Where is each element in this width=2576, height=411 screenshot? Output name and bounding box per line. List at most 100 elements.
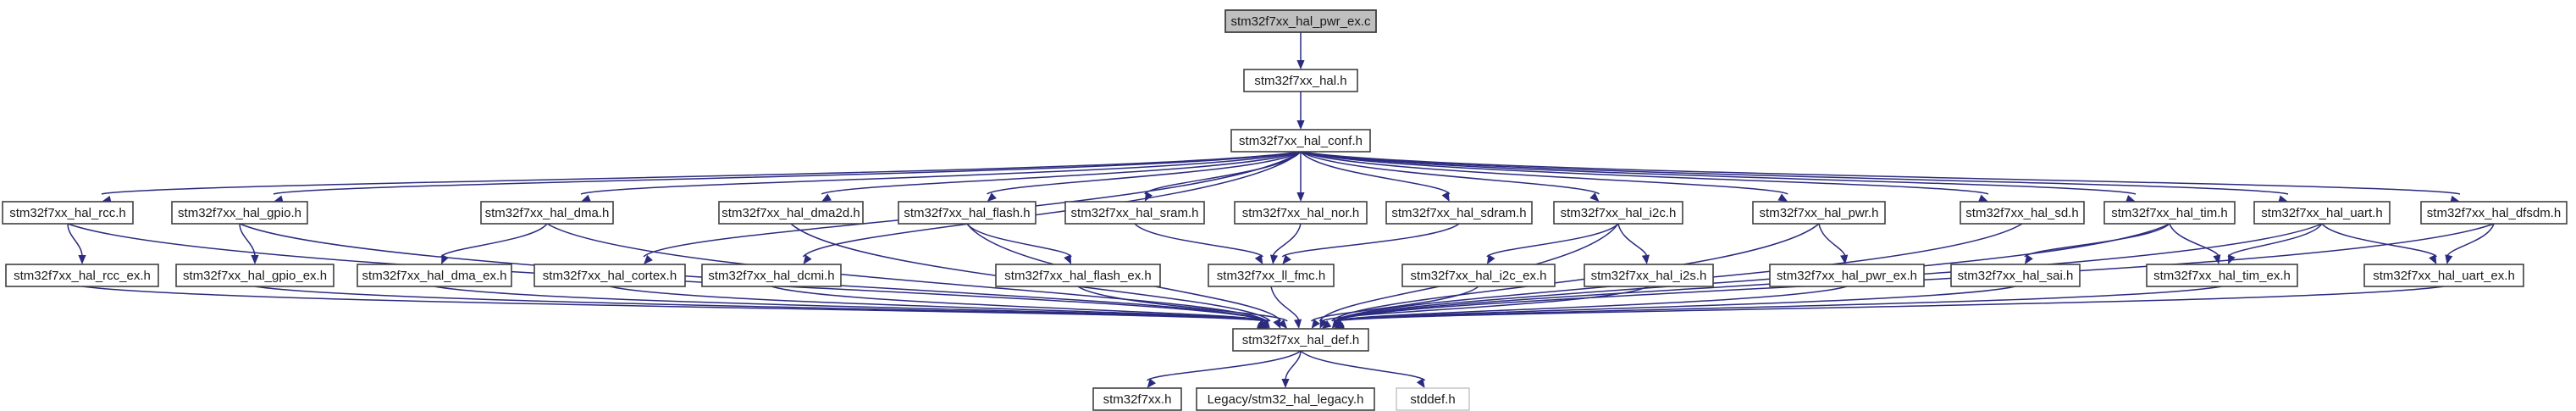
- graph-node-stm32f7xx-hal-dfsdm-h[interactable]: stm32f7xx_hal_dfsdm.h: [2420, 201, 2568, 225]
- node-box[interactable]: [1950, 264, 2081, 287]
- graph-node-stm32f7xx-hal-dma-ex-h[interactable]: stm32f7xx_hal_dma_ex.h: [357, 264, 512, 287]
- node-label: stm32f7xx_hal_dma_ex.h: [362, 269, 507, 283]
- edge-arrowhead: [1273, 319, 1281, 329]
- edges-layer: [67, 31, 2495, 388]
- node-box[interactable]: [1960, 201, 2085, 225]
- edge-arrowhead: [1269, 254, 1279, 264]
- node-box[interactable]: [1224, 9, 1377, 33]
- edge-arrowhead: [1282, 254, 1291, 264]
- graph-node-stm32f7xx-h[interactable]: stm32f7xx.h: [1092, 387, 1182, 411]
- graph-node-legacy-stm32-hal-legacy-h[interactable]: Legacy/stm32_hal_legacy.h: [1196, 387, 1375, 411]
- node-box[interactable]: [357, 264, 512, 287]
- graph-node-stm32f7xx-hal-flash-h[interactable]: stm32f7xx_hal_flash.h: [898, 201, 1036, 225]
- graph-node-stm32f7xx-hal-uart-h[interactable]: stm32f7xx_hal_uart.h: [2253, 201, 2391, 225]
- node-box[interactable]: [2253, 201, 2391, 225]
- graph-node-stm32f7xx-hal-tim-ex-h[interactable]: stm32f7xx_hal_tim_ex.h: [2146, 264, 2298, 287]
- node-box[interactable]: [2103, 201, 2236, 225]
- node-label: stm32f7xx_hal_flash.h: [904, 206, 1030, 220]
- edge-arrowhead: [2213, 254, 2221, 264]
- graph-node-stm32f7xx-hal-pwr-ex-c[interactable]: stm32f7xx_hal_pwr_ex.c: [1224, 9, 1377, 33]
- node-box[interactable]: [2, 201, 134, 225]
- node-box[interactable]: [175, 264, 334, 287]
- graph-node-stm32f7xx-hal-sai-h[interactable]: stm32f7xx_hal_sai.h: [1950, 264, 2081, 287]
- graph-node-stm32f7xx-hal-rcc-h[interactable]: stm32f7xx_hal_rcc.h: [2, 201, 134, 225]
- node-box[interactable]: [1752, 201, 1886, 225]
- graph-node-stm32f7xx-hal-pwr-ex-h[interactable]: stm32f7xx_hal_pwr_ex.h: [1769, 264, 1925, 287]
- graph-node-stm32f7xx-hal-nor-h[interactable]: stm32f7xx_hal_nor.h: [1234, 201, 1368, 225]
- graph-node-stm32f7xx-hal-h[interactable]: stm32f7xx_hal.h: [1243, 69, 1358, 92]
- edge: [1321, 286, 1650, 322]
- graph-node-stm32f7xx-hal-i2c-h[interactable]: stm32f7xx_hal_i2c.h: [1553, 201, 1683, 225]
- node-box[interactable]: [2146, 264, 2298, 287]
- graph-node-stm32f7xx-hal-sram-h[interactable]: stm32f7xx_hal_sram.h: [1064, 201, 1205, 225]
- node-label: stm32f7xx_hal_pwr.h: [1760, 206, 1879, 220]
- node-box[interactable]: [718, 201, 864, 225]
- edge: [2321, 223, 2438, 258]
- graph-node-stm32f7xx-hal-cortex-h[interactable]: stm32f7xx_hal_cortex.h: [533, 264, 686, 287]
- node-box[interactable]: [5, 264, 159, 287]
- node-box[interactable]: [1232, 328, 1369, 352]
- graph-node-stm32f7xx-hal-gpio-ex-h[interactable]: stm32f7xx_hal_gpio_ex.h: [175, 264, 334, 287]
- edge: [966, 223, 1072, 258]
- edge-arrowhead: [251, 255, 259, 264]
- edge: [1331, 223, 1820, 322]
- edge-arrowhead: [1296, 60, 1305, 69]
- node-box[interactable]: [898, 201, 1036, 225]
- node-box[interactable]: [1769, 264, 1925, 287]
- node-box[interactable]: [171, 201, 308, 225]
- edge-arrowhead: [1296, 120, 1305, 130]
- node-box[interactable]: [1385, 201, 1533, 225]
- node-box[interactable]: [1064, 201, 1205, 225]
- graph-node-stm32f7xx-hal-sd-h[interactable]: stm32f7xx_hal_sd.h: [1960, 201, 2085, 225]
- edge: [440, 223, 548, 258]
- node-box[interactable]: [1196, 387, 1375, 411]
- node-box[interactable]: [1553, 201, 1683, 225]
- edge: [1300, 151, 1788, 195]
- node-label: stm32f7xx_hal_sram.h: [1071, 206, 1199, 220]
- graph-node-stm32f7xx-hal-i2s-h[interactable]: stm32f7xx_hal_i2s.h: [1584, 264, 1714, 287]
- node-box[interactable]: [2420, 201, 2568, 225]
- graph-node-stm32f7xx-hal-rcc-ex-h[interactable]: stm32f7xx_hal_rcc_ex.h: [5, 264, 159, 287]
- graph-node-stm32f7xx-hal-uart-ex-h[interactable]: stm32f7xx_hal_uart_ex.h: [2363, 264, 2524, 287]
- graph-node-stm32f7xx-ll-fmc-h[interactable]: stm32f7xx_ll_fmc.h: [1208, 264, 1335, 287]
- node-box[interactable]: [480, 201, 614, 225]
- edge: [1300, 151, 1989, 195]
- graph-node-stm32f7xx-hal-def-h[interactable]: stm32f7xx_hal_def.h: [1232, 328, 1369, 352]
- graph-node-stm32f7xx-hal-flash-ex-h[interactable]: stm32f7xx_hal_flash_ex.h: [995, 264, 1161, 287]
- edge: [1270, 286, 1300, 322]
- edge: [1617, 223, 1648, 258]
- graph-node-stm32f7xx-hal-dma-h[interactable]: stm32f7xx_hal_dma.h: [480, 201, 614, 225]
- edge: [273, 151, 1302, 195]
- node-label: stm32f7xx_hal_sai.h: [1958, 269, 2074, 283]
- node-box[interactable]: [2363, 264, 2524, 287]
- graph-node-stm32f7xx-hal-tim-h[interactable]: stm32f7xx_hal_tim.h: [2103, 201, 2236, 225]
- node-box[interactable]: [995, 264, 1161, 287]
- node-label: stm32f7xx_hal_pwr_ex.c: [1230, 14, 1371, 29]
- graph-node-stm32f7xx-hal-i2c-ex-h[interactable]: stm32f7xx_hal_i2c_ex.h: [1401, 264, 1556, 287]
- edge: [1300, 151, 1451, 195]
- graph-node-stm32f7xx-hal-dma2d-h[interactable]: stm32f7xx_hal_dma2d.h: [718, 201, 864, 225]
- node-label: stm32f7xx_hal_conf.h: [1239, 134, 1363, 148]
- node-box[interactable]: [1396, 387, 1470, 411]
- node-box[interactable]: [1092, 387, 1182, 411]
- edge-arrowhead: [1441, 192, 1450, 202]
- node-box[interactable]: [1401, 264, 1556, 287]
- node-box[interactable]: [1208, 264, 1335, 287]
- graph-node-stm32f7xx-hal-pwr-h[interactable]: stm32f7xx_hal_pwr.h: [1752, 201, 1886, 225]
- node-label: stm32f7xx_hal_rcc_ex.h: [14, 269, 151, 283]
- graph-node-stm32f7xx-hal-dcmi-h[interactable]: stm32f7xx_hal_dcmi.h: [701, 264, 842, 287]
- graph-node-stm32f7xx-hal-sdram-h[interactable]: stm32f7xx_hal_sdram.h: [1385, 201, 1533, 225]
- node-box[interactable]: [533, 264, 686, 287]
- node-box[interactable]: [1234, 201, 1368, 225]
- edge-arrowhead: [1294, 319, 1302, 329]
- graph-node-stm32f7xx-hal-conf-h[interactable]: stm32f7xx_hal_conf.h: [1230, 129, 1371, 153]
- edge: [609, 286, 1268, 322]
- node-label: stm32f7xx_hal_sdram.h: [1391, 206, 1526, 220]
- node-box[interactable]: [1584, 264, 1714, 287]
- edge-arrowhead: [581, 194, 591, 203]
- node-box[interactable]: [1243, 69, 1358, 92]
- node-box[interactable]: [701, 264, 842, 287]
- graph-node-stddef-h[interactable]: stddef.h: [1396, 387, 1470, 411]
- node-box[interactable]: [1230, 129, 1371, 153]
- graph-node-stm32f7xx-hal-gpio-h[interactable]: stm32f7xx_hal_gpio.h: [171, 201, 308, 225]
